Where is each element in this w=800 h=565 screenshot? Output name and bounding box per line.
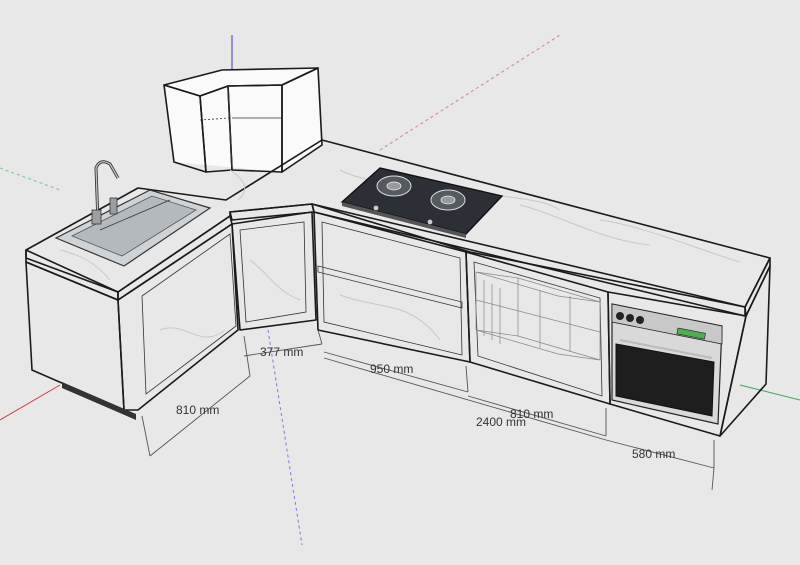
red-axis: [0, 384, 61, 421]
basket-cabinet: [465, 251, 611, 405]
dimension-lines: [141, 329, 715, 491]
blue-axis-dotted: [267, 329, 303, 546]
dimension-label-377: 377 mm: [260, 345, 303, 359]
green-axis: [739, 384, 800, 401]
green-axis-dotted: [0, 167, 61, 191]
pullout-basket: [475, 271, 601, 361]
dimension-label-810-basket: 810 mm: [510, 407, 553, 421]
built-in-oven: [611, 303, 723, 425]
sink: [54, 189, 212, 267]
oven-knob-icon: [616, 312, 644, 324]
dimension-label-950: 950 mm: [370, 362, 413, 376]
sink-cabinet: [25, 223, 239, 420]
dimension-label-2400: 2400 mm: [476, 415, 526, 429]
dimension-label-580: 580 mm: [632, 447, 675, 461]
burner-icon: [376, 175, 412, 197]
faucet-icon: [91, 160, 120, 225]
burner-icon: [430, 189, 466, 211]
wall-cabinet: [163, 67, 323, 173]
dimension-label-810-sink: 810 mm: [176, 403, 219, 417]
corner-cabinet: [231, 211, 317, 331]
open-shelf-cabinet: [313, 211, 471, 363]
oven-cabinet: [607, 265, 771, 437]
dimension-labels: 810 mm 377 mm 950 mm 810 mm 2400 mm 580 …: [176, 345, 675, 461]
gas-hob: [340, 167, 504, 238]
red-axis-dotted: [379, 34, 561, 151]
